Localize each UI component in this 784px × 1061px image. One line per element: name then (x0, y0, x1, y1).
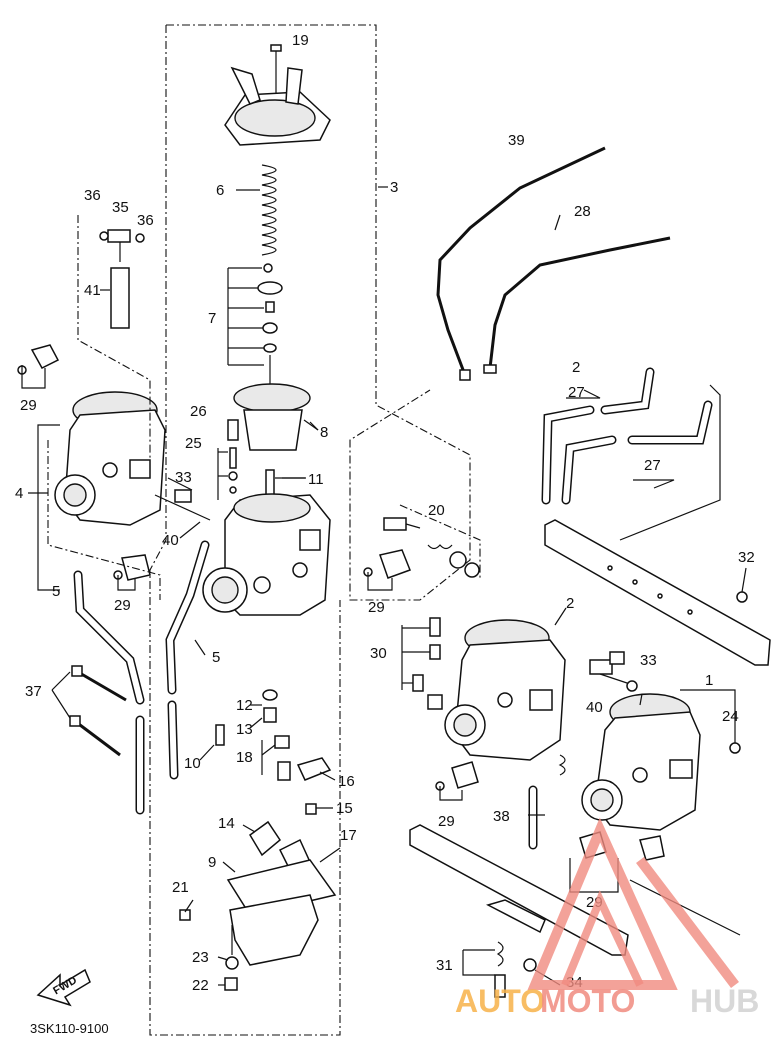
left-carburetor (54, 391, 211, 526)
callout-37: 37 (25, 683, 42, 700)
callout-10: 10 (184, 755, 201, 772)
watermark-logo: AUTO MOTO HUB (455, 817, 759, 1019)
watermark-auto: AUTO (455, 983, 545, 1019)
callout-29-a: 29 (20, 397, 37, 414)
callout-25: 25 (185, 435, 202, 452)
callout-38: 38 (493, 808, 510, 825)
callout-5-b: 5 (212, 649, 220, 666)
pilot-screw-parts (217, 419, 239, 500)
callout-29-b: 29 (114, 597, 131, 614)
callout-28: 28 (574, 203, 591, 220)
callout-3: 3 (390, 179, 398, 196)
screw-set-30 (401, 617, 443, 710)
leader-left-dash (47, 440, 161, 600)
callout-29-d: 29 (438, 813, 455, 830)
throttle-cables (436, 146, 671, 381)
callout-36-b: 36 (137, 212, 154, 229)
callout-26: 26 (190, 403, 207, 420)
watermark-moto: MOTO (540, 983, 635, 1019)
callout-40-right: 40 (586, 699, 603, 716)
callout-20: 20 (428, 502, 445, 519)
callout-18: 18 (236, 749, 253, 766)
callout-7: 7 (208, 310, 216, 327)
drawing-code: 3SK110-9100 (30, 1021, 109, 1036)
callout-labels: 19 3 6 7 8 11 26 25 33 40 36 35 36 41 29… (15, 32, 755, 994)
vent-hoses-right (541, 367, 713, 505)
leader-4-bracket (37, 424, 60, 591)
callout-21: 21 (172, 879, 189, 896)
callout-19: 19 (292, 32, 309, 49)
callout-9: 9 (208, 854, 216, 871)
callout-15: 15 (336, 800, 353, 817)
piston-spring (236, 164, 277, 256)
bracket-left-top (17, 344, 60, 389)
callout-32: 32 (738, 549, 755, 566)
right-carburetor-2 (444, 619, 566, 761)
choke-link-right (589, 651, 638, 692)
callout-29-c: 29 (368, 599, 385, 616)
bracket-left-mid (113, 554, 151, 591)
long-bolts (51, 665, 127, 757)
callout-2-b: 2 (566, 595, 574, 612)
callout-4: 4 (15, 485, 23, 502)
callout-14: 14 (218, 815, 235, 832)
fuel-hose-center (165, 540, 210, 780)
callout-13: 13 (236, 721, 253, 738)
callout-5-a: 5 (52, 583, 60, 600)
forward-arrow-icon: FWD (36, 968, 91, 1007)
jet-needle-set (227, 263, 283, 385)
vent-fitting (77, 215, 151, 460)
callout-35: 35 (112, 199, 129, 216)
watermark-hub: HUB (690, 983, 759, 1019)
accelerator-pump-parts (383, 504, 481, 580)
callout-33-right: 33 (640, 652, 657, 669)
carb-top-cover (224, 44, 331, 146)
callout-23: 23 (192, 949, 209, 966)
callout-1: 1 (705, 672, 713, 689)
callout-12: 12 (236, 697, 253, 714)
leader-right-box (619, 384, 721, 541)
callout-33-left: 33 (175, 469, 192, 486)
callout-27-a: 27 (568, 384, 585, 401)
callout-11: 11 (308, 471, 324, 488)
bracket-lower-center (435, 761, 479, 801)
callout-27-b: 27 (644, 457, 661, 474)
connecting-rail-top (544, 519, 771, 666)
bracket-center-right (363, 549, 411, 591)
callout-24: 24 (722, 708, 739, 725)
callout-30: 30 (370, 645, 387, 662)
bolt-set-31-34 (462, 941, 537, 998)
assembly-boundary (149, 24, 471, 1036)
callout-2-a: 2 (572, 359, 580, 376)
callout-17: 17 (340, 827, 357, 844)
callout-41: 41 (84, 282, 101, 299)
right-carburetor-1 (558, 689, 741, 831)
diaphragm-piston (233, 383, 319, 451)
float-bowl-parts (179, 689, 341, 991)
callout-39: 39 (508, 132, 525, 149)
callout-31: 31 (436, 957, 453, 974)
fuel-hose-left (73, 570, 145, 815)
callout-8: 8 (320, 424, 328, 441)
callout-6: 6 (216, 182, 224, 199)
callout-36-a: 36 (84, 187, 101, 204)
main-carburetor-body (202, 469, 331, 616)
callout-16: 16 (338, 773, 355, 790)
callout-40-left: 40 (162, 532, 179, 549)
callout-22: 22 (192, 977, 209, 994)
